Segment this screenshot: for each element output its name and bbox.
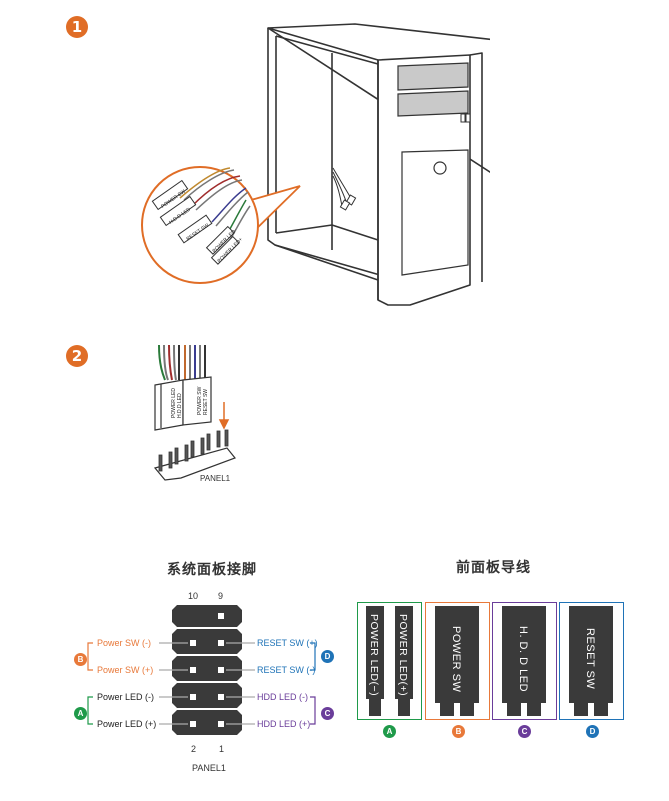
label-hdd-led-minus: HDD LED (-)	[257, 692, 308, 702]
plug-power-reset-sw	[182, 376, 212, 426]
group-d-badge: D	[321, 650, 334, 663]
label-reset-sw-minus: RESET SW (-)	[257, 665, 316, 675]
plug-tab	[440, 703, 454, 716]
pinout-title: 系统面板接脚	[167, 562, 257, 578]
plug-text-reset-sw: RESET SW	[584, 628, 596, 690]
pin-number-1: 1	[219, 744, 225, 754]
plug-power-led-plus	[395, 606, 413, 699]
wire-group-d-badge: D	[586, 725, 599, 738]
bracket-b	[87, 642, 93, 671]
plug-label-power-sw: POWER SW	[197, 386, 203, 415]
plug-power-led-minus	[366, 606, 384, 699]
group-a-letter: A	[77, 709, 84, 718]
plug-power-sw	[435, 606, 479, 703]
plug-tab	[527, 703, 541, 716]
wire-group-d-letter: D	[589, 727, 596, 736]
wire-group-c-badge: C	[518, 725, 531, 738]
group-a-badge: A	[74, 707, 87, 720]
plug-label-hdd-led: H.D.D LED	[177, 393, 183, 418]
group-d-letter: D	[324, 652, 331, 661]
case-back-edge	[267, 28, 381, 276]
pin-number-2: 2	[191, 744, 197, 754]
plug-hdd-led	[502, 606, 546, 703]
pin-9	[218, 613, 224, 619]
wire-group-a	[357, 602, 422, 720]
wire-group-c	[492, 602, 557, 720]
plug-tab	[507, 703, 521, 716]
wire-group-c-letter: C	[521, 727, 528, 736]
front-panel-cables	[332, 167, 357, 211]
drive-bay-2	[397, 90, 469, 117]
label-power-led-plus: Power LED (+)	[97, 719, 157, 729]
plug-tab	[460, 703, 474, 716]
pc-case-illustration: POWER SW H.D.D LED RESET SW POWER LED- P…	[141, 23, 490, 306]
insert-arrow-icon	[218, 402, 230, 430]
plug-text-power-led-plus: POWER LED(+)	[397, 614, 409, 697]
bracket-c	[310, 696, 316, 725]
group-c-letter: C	[324, 709, 331, 718]
step-2-number: 2	[71, 347, 83, 365]
power-button-icon	[433, 161, 447, 175]
group-c-badge: C	[321, 707, 334, 720]
plug-reset-sw	[569, 606, 613, 703]
usb-port-icon	[460, 113, 466, 123]
pinout-diagram	[87, 605, 316, 735]
plug-tab	[594, 703, 608, 716]
plug-label-reset-sw: RESET SW	[203, 389, 209, 415]
wire-group-b	[425, 602, 490, 720]
connector-insertion-illustration: POWER LED H.D.D LED POWER SW RESET SW	[153, 344, 236, 481]
case-front-door	[401, 149, 469, 276]
plug-tab	[369, 699, 381, 716]
plug-text-power-sw: POWER SW	[450, 626, 462, 693]
group-b-badge: B	[74, 653, 87, 666]
wires-title: 前面板导线	[456, 560, 531, 576]
wire-group-b-badge: B	[452, 725, 465, 738]
step-1-badge: 1	[66, 16, 88, 38]
plug-tab	[574, 703, 588, 716]
plug-text-power-led-minus: POWER LED(−)	[368, 614, 380, 697]
bracket-a	[87, 696, 93, 725]
label-power-sw-minus: Power SW (-)	[97, 638, 151, 648]
bracket-d	[310, 642, 316, 671]
panel1-header-pins	[153, 429, 236, 481]
label-reset-sw-plus: RESET SW (+)	[257, 638, 318, 648]
pin-number-10: 10	[188, 591, 199, 601]
header-pins	[190, 613, 224, 727]
drive-bay-1	[397, 62, 469, 91]
plug-tab	[398, 699, 410, 716]
pinout-header-name: PANEL1	[192, 763, 226, 773]
pin-number-9: 9	[218, 591, 224, 601]
step-2-badge: 2	[66, 345, 88, 367]
plug-label-power-led: POWER LED	[171, 388, 177, 418]
label-power-led-minus: Power LED (-)	[97, 692, 155, 702]
plug-text-hdd-led: H. D. D LED	[517, 626, 529, 693]
step2-header-label: PANEL1	[200, 474, 231, 483]
wire-group-a-letter: A	[386, 727, 393, 736]
usb-port-icon	[465, 113, 471, 123]
wire-group-b-letter: B	[455, 727, 462, 736]
wire-group-d	[559, 602, 624, 720]
group-b-letter: B	[77, 655, 84, 664]
label-hdd-led-plus: HDD LED (+)	[257, 719, 311, 729]
wire-group-a-badge: A	[383, 725, 396, 738]
label-power-sw-plus: Power SW (+)	[97, 665, 154, 675]
step-1-number: 1	[71, 18, 83, 36]
header-body	[172, 605, 242, 735]
